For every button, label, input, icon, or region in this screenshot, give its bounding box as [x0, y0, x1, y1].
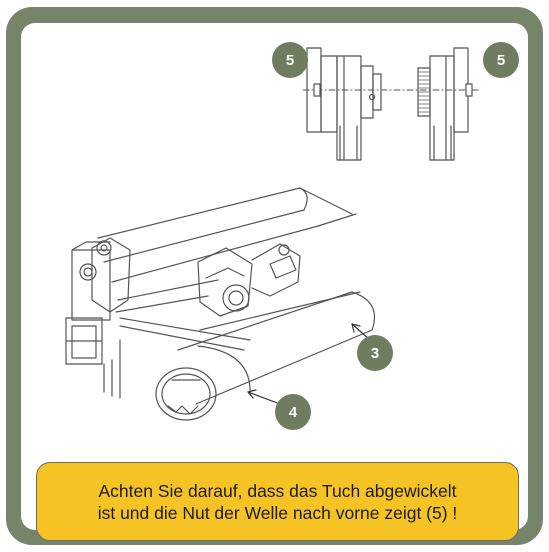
instruction-note: Achten Sie darauf, dass das Tuch abgewic…	[36, 462, 519, 541]
note-line-1: Achten Sie darauf, dass das Tuch abgewic…	[98, 480, 457, 501]
callout-5-right: 5	[483, 42, 519, 78]
callout-4: 4	[275, 394, 311, 430]
callout-3: 3	[357, 335, 393, 371]
callout-5-left: 5	[272, 42, 308, 78]
awning-perspective	[65, 187, 376, 421]
shaft-groove-detail	[302, 47, 481, 161]
note-line-2: ist und die Nut der Welle nach vorne zei…	[97, 502, 458, 523]
illustration-area	[21, 23, 528, 530]
